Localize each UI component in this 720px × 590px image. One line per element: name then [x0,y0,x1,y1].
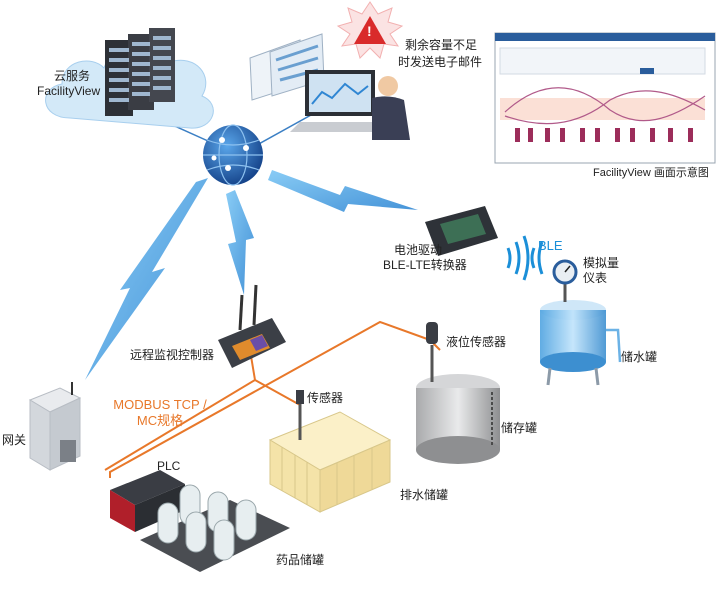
facilityview-screenshot [494,32,716,164]
gateway-device [28,382,82,471]
sensor-label: 传感器 [307,391,344,405]
drain-tank-label: 排水储罐 [400,488,449,502]
drain-tank [268,390,392,513]
ble-label: BLE [538,238,563,253]
water-tank [540,259,622,386]
modbus-lines [104,320,441,478]
water-tank-label: 储水罐 [621,350,658,364]
alert-text-line1: 剩余容量不足 [405,38,478,52]
chemical-tanks [140,484,290,572]
globe-icon [203,124,263,186]
storage-tank-label: 储存罐 [501,421,538,435]
level-sensor-label: 液位传感器 [446,335,507,349]
modbus-label-line2: MC规格 [136,413,184,428]
chemical-tank-label: 药品储罐 [276,553,325,567]
meter-label-line2: 仪表 [583,271,608,285]
converter-label-line1: 电池驱动 [394,243,443,257]
remote-controller [218,284,286,368]
meter-label-line1: 模拟量 [583,256,620,270]
modbus-label-line1: MODBUS TCP / [113,397,207,412]
alert-mark: ! [367,23,372,39]
lightning-icon [85,170,418,380]
server-rack-icon [105,28,175,116]
alert-text-line2: 时发送电子邮件 [398,55,483,69]
facilityview-label: FacilityView [37,84,101,98]
wifi-waves-icon [506,235,544,281]
gateway-label: 网关 [2,433,27,447]
screen-caption: FacilityView 画面示意图 [593,167,709,179]
cloud-label: 云服务 [54,69,91,83]
plc-label: PLC [157,459,181,473]
warning-icon [336,1,404,59]
converter-label-line2: BLE-LTE转换器 [383,258,467,272]
storage-tank [416,322,500,464]
operator-workstation [249,33,410,140]
ble-lte-converter [425,206,498,256]
remote-controller-label: 远程监视控制器 [130,348,215,362]
